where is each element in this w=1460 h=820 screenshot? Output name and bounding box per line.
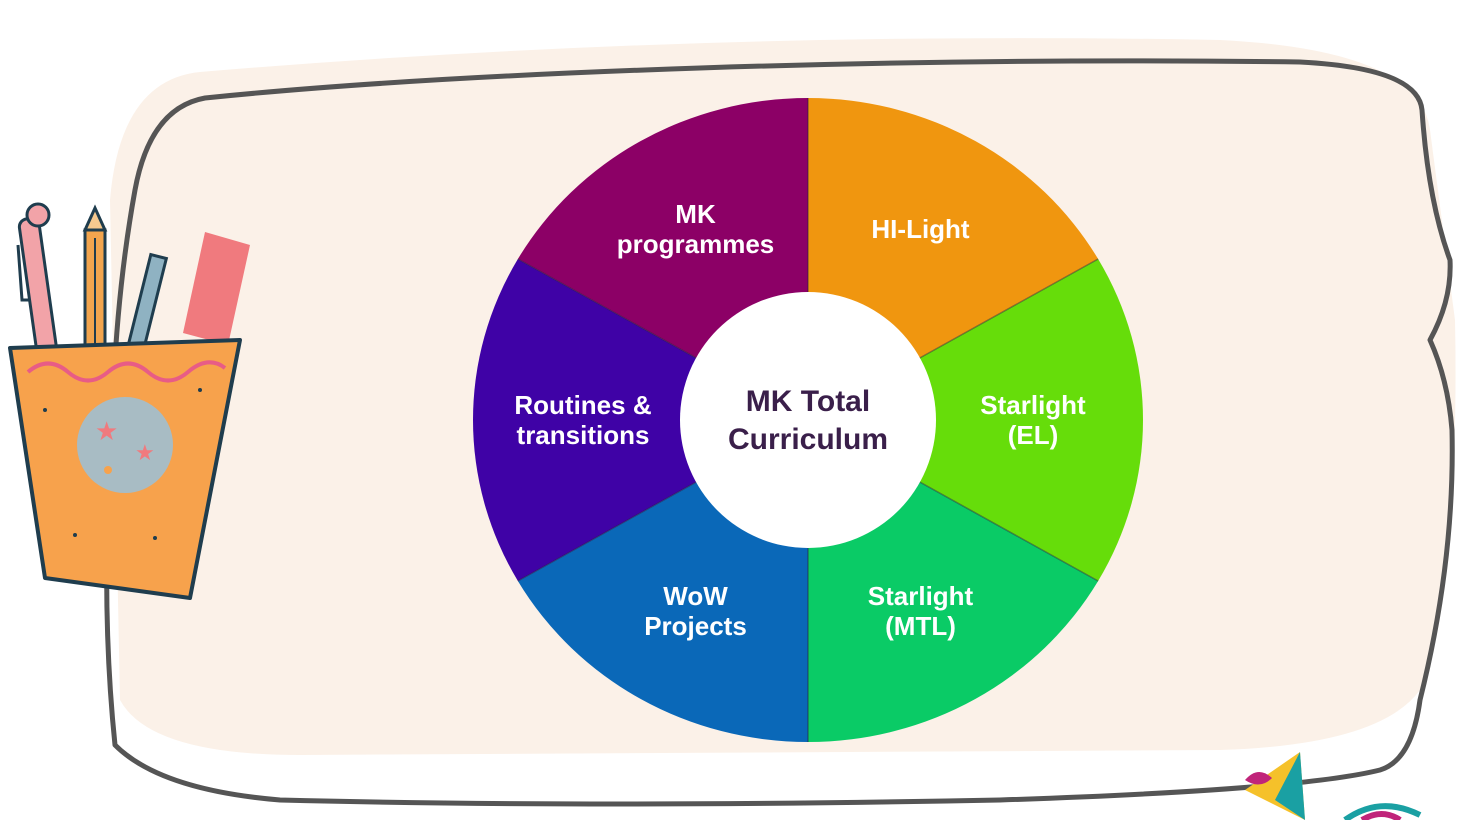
segment-label-line: Starlight bbox=[980, 390, 1086, 420]
paper-plane-illustration bbox=[1245, 752, 1422, 820]
center-label-line: MK Total bbox=[746, 385, 870, 418]
segment-starlight-el bbox=[808, 259, 1143, 581]
center-circle bbox=[680, 292, 936, 548]
segment-label-line: (EL) bbox=[1008, 420, 1059, 450]
segment-label-line: Routines & bbox=[514, 390, 651, 420]
pencil-cup-illustration: ★ ★ bbox=[8, 202, 250, 600]
segment-label-line: WoW bbox=[663, 581, 728, 611]
cup-star-decoration: ★ bbox=[95, 417, 118, 447]
cup-planet-decoration bbox=[77, 397, 173, 493]
segment-label-hi-light: HI-Light bbox=[871, 214, 970, 244]
segment-label-starlight-mtl: Starlight(MTL) bbox=[868, 581, 974, 641]
segment-label-line: Starlight bbox=[868, 581, 974, 611]
segment-label-line: MK bbox=[675, 199, 716, 229]
pencil-icon bbox=[82, 204, 108, 357]
segment-label-line: HI-Light bbox=[871, 214, 970, 244]
cup-dot bbox=[43, 408, 47, 412]
cup-dot bbox=[153, 536, 157, 540]
segment-label-routines-transitions: Routines &transitions bbox=[514, 390, 651, 450]
segment-label-line: programmes bbox=[617, 229, 775, 259]
segment-routines-transitions bbox=[473, 259, 808, 581]
center-label-line: Curriculum bbox=[728, 423, 888, 456]
cup-dot bbox=[198, 388, 202, 392]
cup-wave-decoration bbox=[26, 360, 227, 383]
ruler-icon bbox=[183, 232, 250, 345]
pen-icon bbox=[16, 202, 59, 360]
cup-dot bbox=[73, 533, 77, 537]
segment-label-line: transitions bbox=[517, 420, 650, 450]
segment-label-starlight-el: Starlight(EL) bbox=[980, 390, 1086, 450]
cup-star-decoration-2: ★ bbox=[135, 441, 155, 466]
segment-label-line: Projects bbox=[644, 611, 747, 641]
cup-dot bbox=[104, 466, 112, 474]
segment-label-line: (MTL) bbox=[885, 611, 956, 641]
whiteboard-outline bbox=[104, 58, 1455, 807]
